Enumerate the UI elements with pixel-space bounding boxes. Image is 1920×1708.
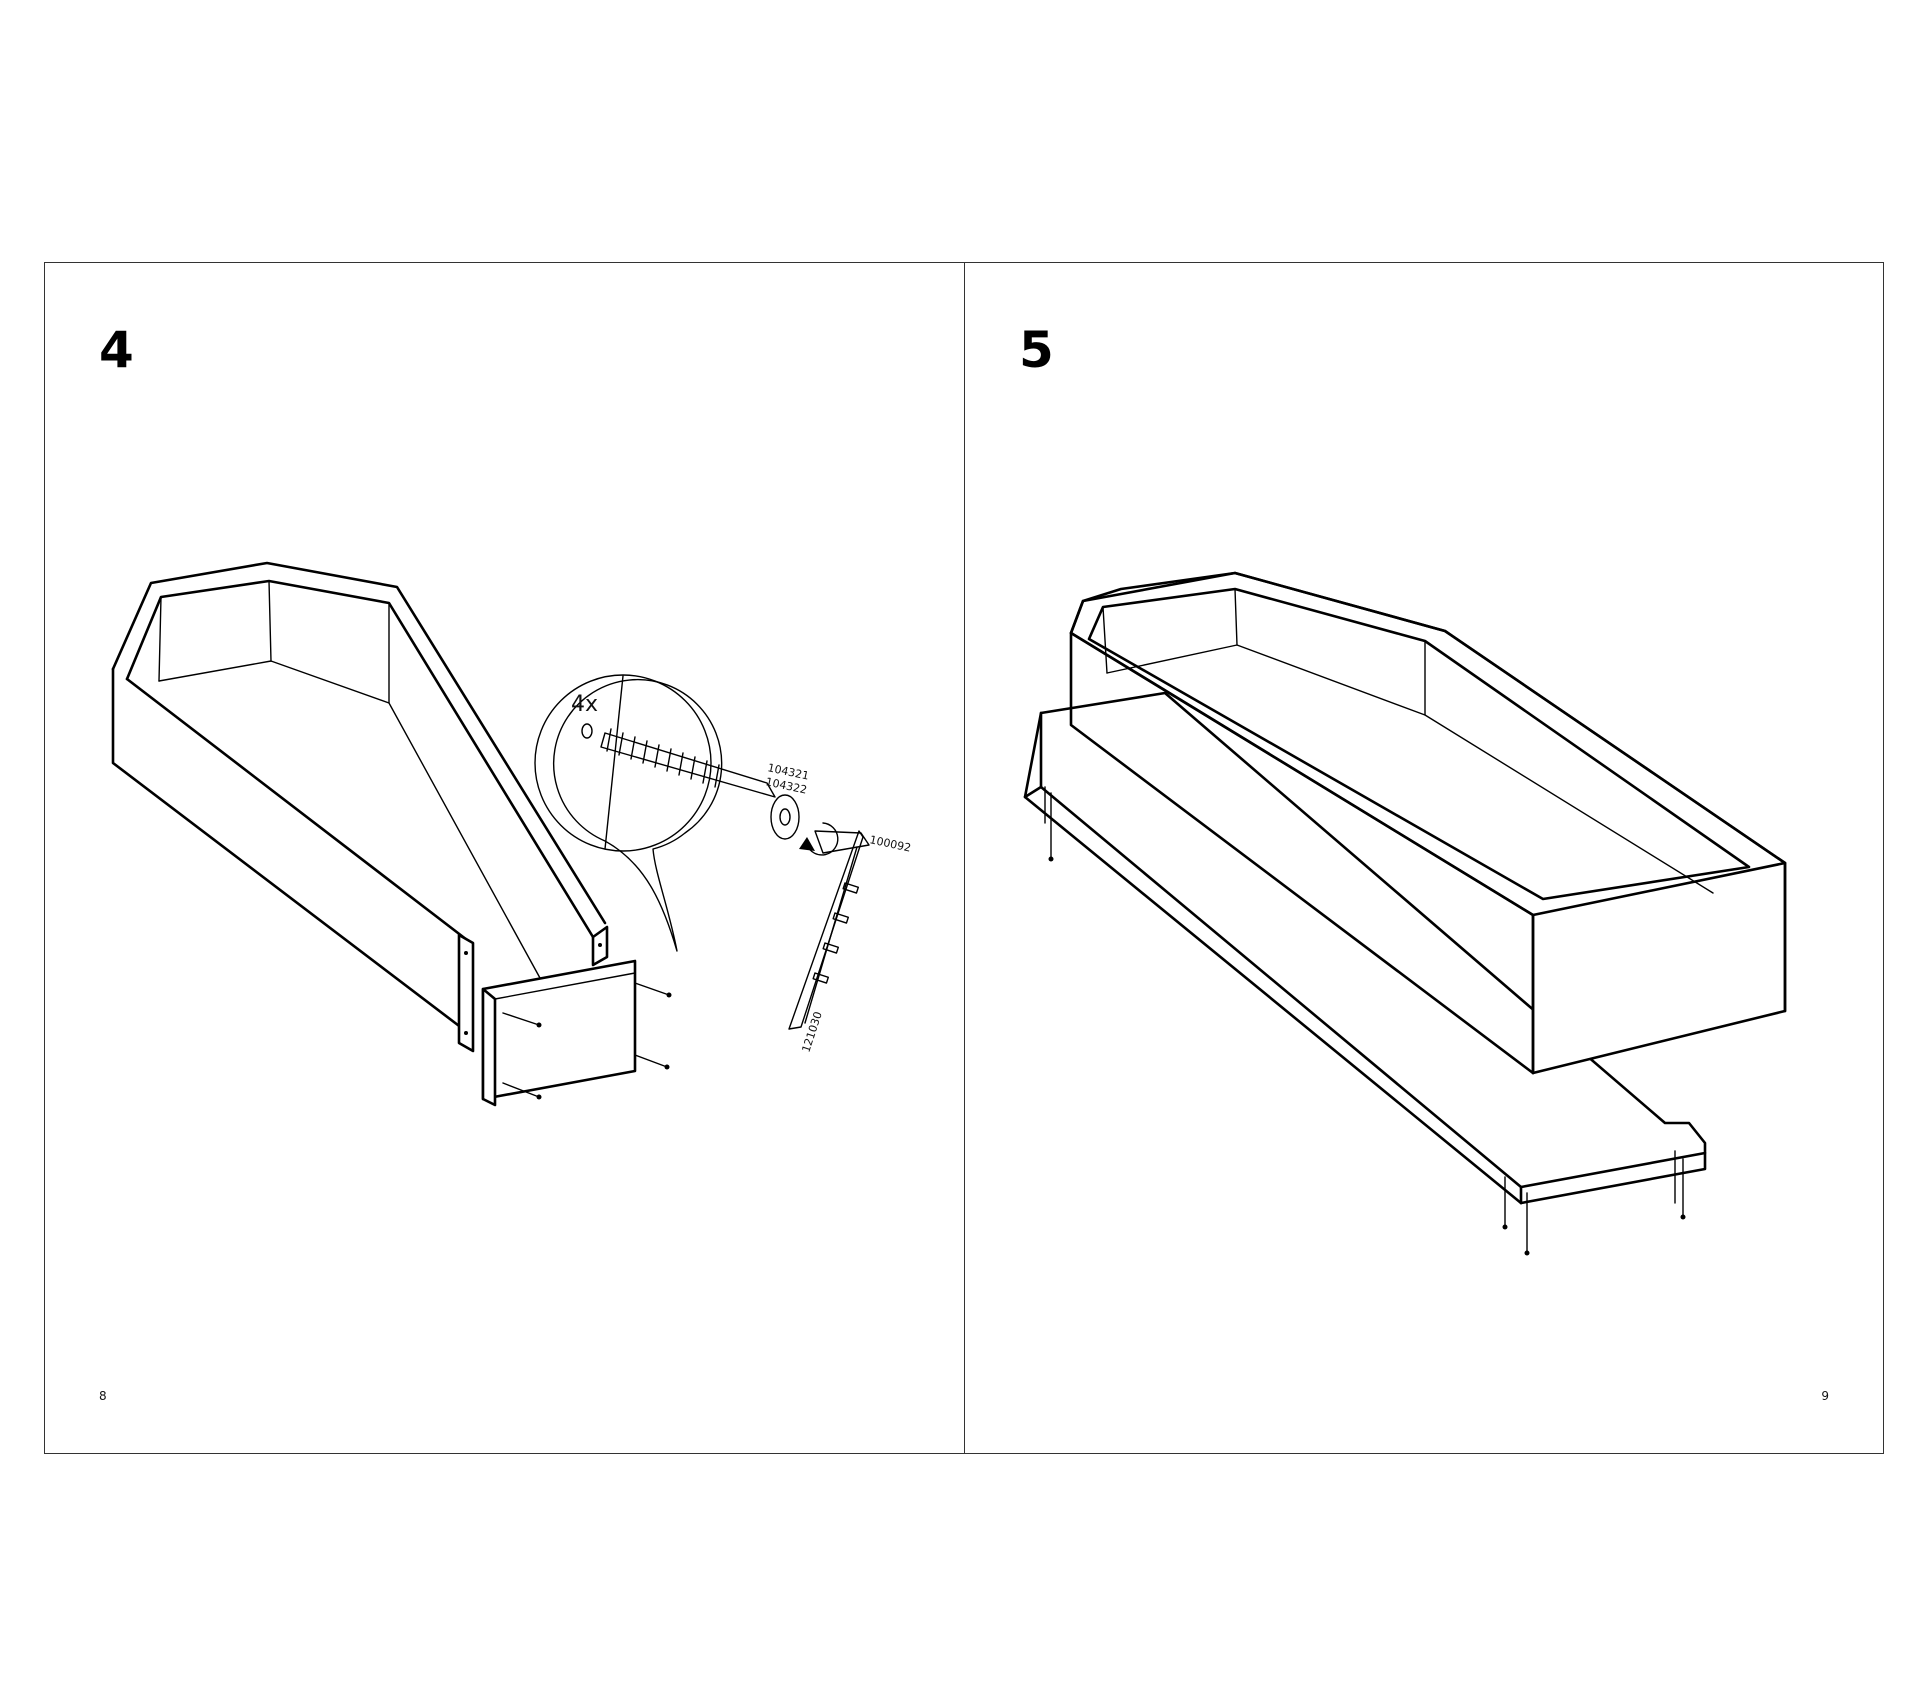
step-number: 4 [99, 321, 134, 379]
step-5-illustration [1023, 571, 1787, 1256]
end-panel [481, 959, 672, 1107]
quantity-label: 4x [571, 692, 598, 717]
screw-threads [606, 728, 720, 788]
coffin-frame [111, 561, 609, 1053]
tool-number-2: 121030 [799, 1010, 824, 1054]
allen-key: 100092 121030 [788, 822, 912, 1054]
instruction-spread: 4 [44, 262, 1884, 1454]
page-left: 4 [45, 263, 965, 1453]
page-number: 9 [1821, 1389, 1829, 1403]
step-number: 5 [1019, 321, 1054, 379]
step-4-illustration: 4x 104321 [111, 561, 912, 1107]
page-number: 8 [99, 1389, 107, 1403]
page-right: 5 [965, 263, 1883, 1453]
tool-number-1: 100092 [868, 833, 912, 854]
coffin-box [1069, 571, 1787, 1075]
